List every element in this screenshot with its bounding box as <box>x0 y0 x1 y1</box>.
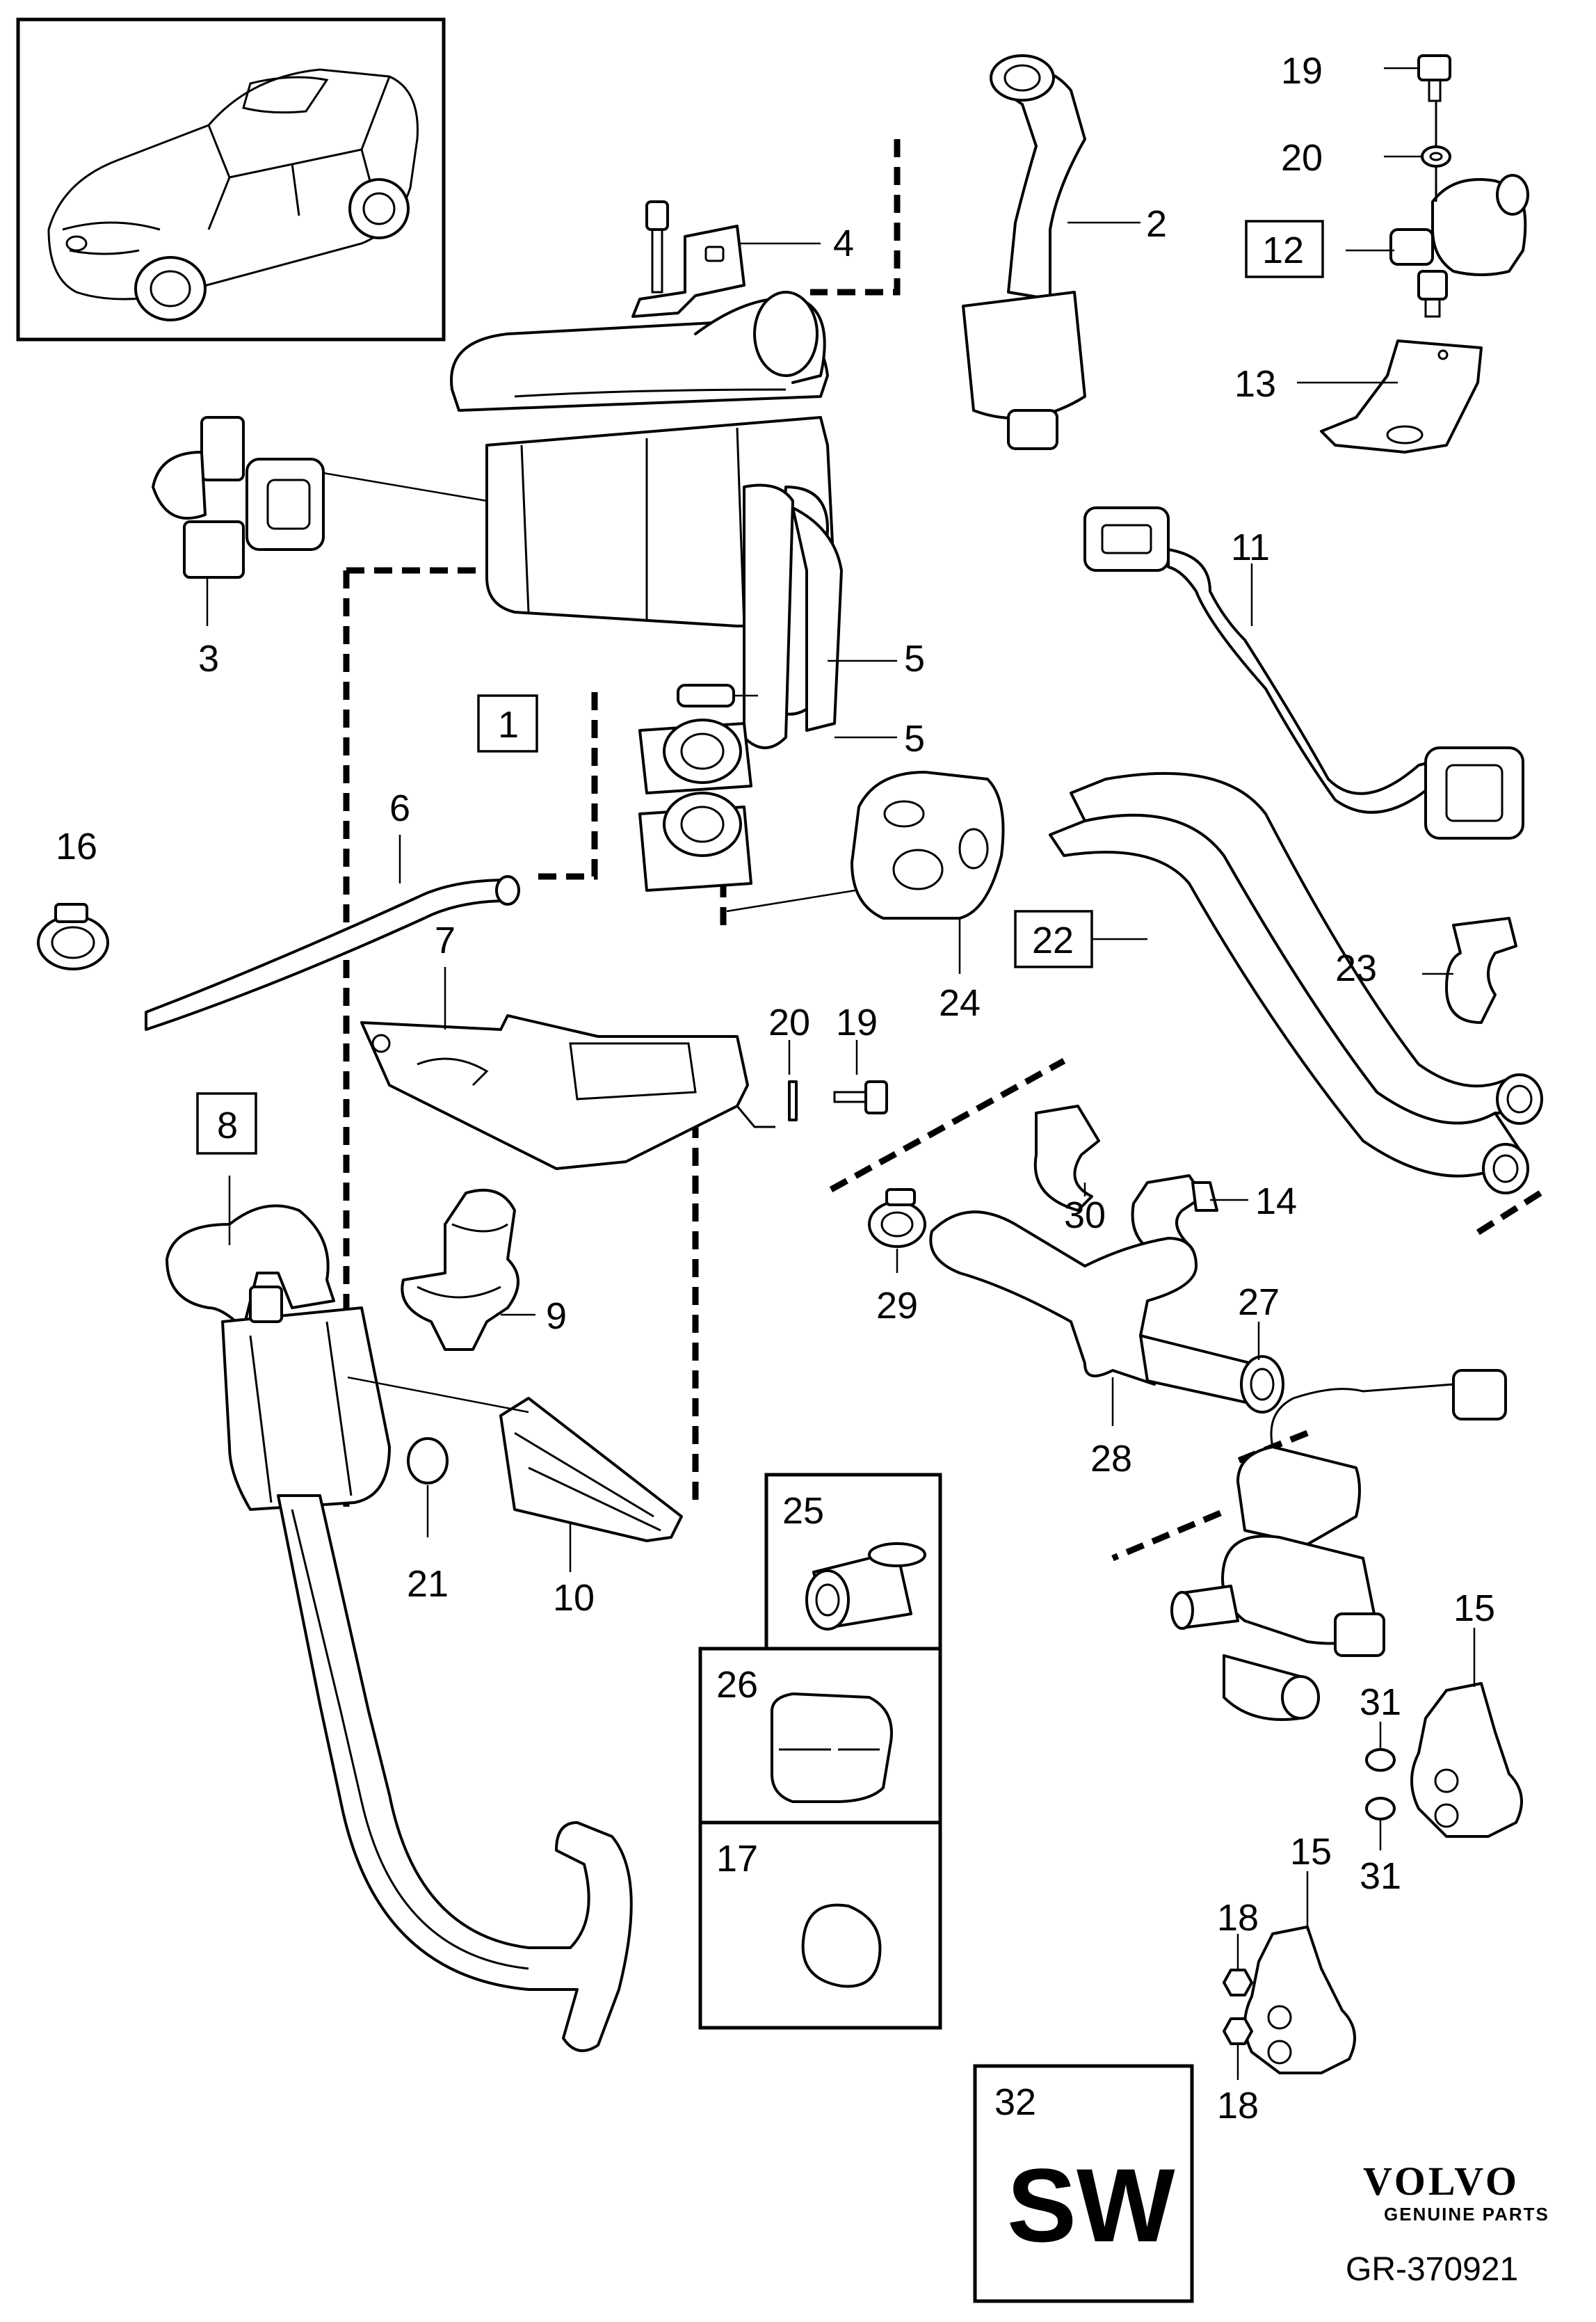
callout-box-12 <box>1245 220 1324 278</box>
callout-15-upper: 15 <box>1453 1587 1495 1629</box>
part-5-hoses <box>791 506 897 739</box>
callout-box-22 <box>1014 910 1093 968</box>
callout-30: 30 <box>1064 1194 1106 1236</box>
leader-8-to-10 <box>347 1376 529 1414</box>
vehicle-thumbnail <box>16 17 446 342</box>
part-1-heater-unit <box>450 291 836 749</box>
callout-5-lower: 5 <box>904 718 925 760</box>
part-12-pump <box>1346 174 1529 318</box>
part-10-heat-shield <box>499 1397 683 1572</box>
circulation-pump <box>1170 1369 1507 1721</box>
callout-box-1 <box>477 694 538 753</box>
brand-mark: VOLVO GENUINE PARTS <box>1363 2159 1549 2225</box>
callout-5-upper: 5 <box>904 638 925 680</box>
car-illustration <box>47 68 419 321</box>
callout-31-lower: 31 <box>1360 1855 1401 1897</box>
callout-box-8 <box>196 1092 257 1155</box>
callout-26: 26 <box>716 1664 758 1706</box>
callout-18-upper: 18 <box>1217 1897 1259 1939</box>
callout-20-lower: 20 <box>768 1002 810 1043</box>
software-label: SW <box>1007 2147 1175 2264</box>
software-box-frame <box>973 2064 1194 2303</box>
callout-2: 2 <box>1146 203 1167 245</box>
callout-7: 7 <box>435 920 456 961</box>
callout-8: 8 <box>217 1105 238 1146</box>
part-19-20-fasteners-upper <box>1384 54 1451 202</box>
callout-19-lower: 19 <box>836 1002 878 1043</box>
diagram-reference: GR-370921 <box>1346 2251 1518 2288</box>
brand-tagline: GENUINE PARTS <box>1384 2204 1549 2225</box>
part-16-hose-clamp <box>37 903 109 970</box>
brand-name: VOLVO <box>1363 2159 1520 2204</box>
part-19-20-fasteners-lower <box>736 1040 888 1128</box>
callout-10: 10 <box>553 1577 595 1619</box>
callout-25: 25 <box>782 1490 824 1532</box>
callout-19-upper: 19 <box>1281 50 1323 92</box>
heater-outlet-connectors <box>638 684 758 892</box>
callout-9: 9 <box>546 1295 567 1337</box>
callout-15-lower: 15 <box>1290 1831 1332 1873</box>
inset-box-17 <box>698 1820 942 2030</box>
part-18-nuts <box>1223 1934 1253 2080</box>
part-9-clip <box>401 1188 535 1351</box>
part-3-connector-harness <box>152 416 487 626</box>
part-22-coolant-pipes <box>1049 771 1543 1194</box>
part-29-clamp <box>868 1188 926 1273</box>
callout-27: 27 <box>1238 1281 1280 1323</box>
part-31-nuts <box>1365 1722 1396 1850</box>
callout-22: 22 <box>1032 920 1074 961</box>
inset-box-26 <box>698 1647 942 1825</box>
callout-3: 3 <box>198 638 219 680</box>
callout-28: 28 <box>1090 1438 1132 1480</box>
part-8-hose-assembly <box>166 1176 633 2052</box>
callout-labels: 1 2 3 4 5 5 6 7 8 9 10 11 12 13 14 15 15… <box>56 50 1495 2127</box>
part-4-bracket-screw <box>631 200 821 318</box>
part-30-clamp <box>1033 1105 1100 1212</box>
callout-1: 1 <box>498 704 519 746</box>
part-7-mounting-bracket <box>360 967 749 1170</box>
callout-6: 6 <box>389 787 410 829</box>
callout-11: 11 <box>1231 527 1270 568</box>
part-11-sensor-harness <box>1083 506 1524 840</box>
inset-box-25 <box>764 1473 942 1651</box>
callout-17: 17 <box>716 1838 758 1880</box>
callout-23: 23 <box>1335 947 1377 989</box>
part-23-clip <box>1422 917 1517 1024</box>
callout-31-upper: 31 <box>1360 1681 1401 1723</box>
callout-24: 24 <box>939 982 981 1024</box>
part-27-hose-end <box>1139 1322 1284 1414</box>
software-box <box>973 2064 1194 2303</box>
part-21-plug <box>407 1437 449 1537</box>
part-6-fuel-line <box>145 835 520 1031</box>
callout-12: 12 <box>1262 230 1304 271</box>
callout-29: 29 <box>876 1285 918 1327</box>
callout-16: 16 <box>56 826 97 867</box>
callout-18-lower: 18 <box>1217 2085 1259 2127</box>
part-24-gasket <box>726 771 1005 974</box>
part-13-pump-bracket <box>1297 339 1483 454</box>
callout-14: 14 <box>1255 1180 1297 1222</box>
callout-4: 4 <box>833 223 854 264</box>
callout-20-upper: 20 <box>1281 137 1323 179</box>
part-15-bracket-lower <box>1243 1871 1356 2074</box>
callout-21: 21 <box>407 1563 449 1605</box>
callout-13: 13 <box>1234 363 1276 405</box>
callout-32: 32 <box>994 2081 1036 2123</box>
part-2-exhaust-pipe <box>962 54 1140 450</box>
part-15-bracket-upper <box>1410 1628 1523 1838</box>
part-28-y-hose <box>929 1210 1198 1426</box>
